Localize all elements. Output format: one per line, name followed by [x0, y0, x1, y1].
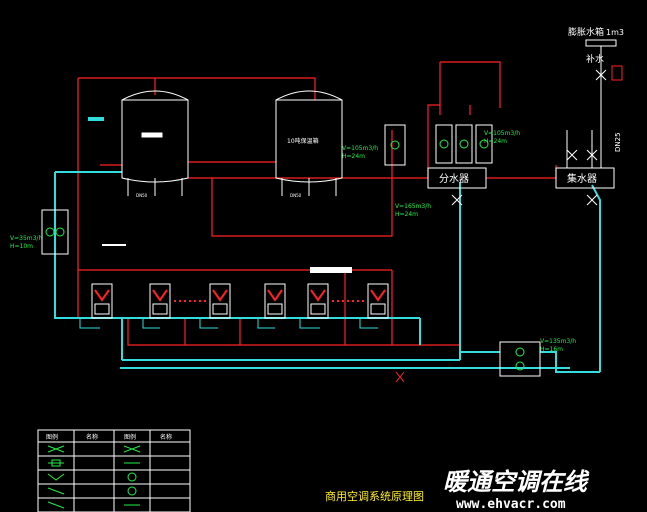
supply-pipes [77, 61, 557, 346]
dn25-label: DN25 [614, 132, 622, 152]
return-pipes [54, 171, 601, 373]
diagram-title: 商用空调系统原理图 [325, 489, 424, 503]
legend-header: 图例 [46, 433, 58, 441]
pump-bottom-right-flow: V=135m3/h [540, 338, 576, 345]
pump-left-head: H=10m [10, 243, 33, 250]
storage-tank-left [121, 90, 189, 196]
tank-right-label: 10吨保温箱 [287, 137, 319, 145]
pump-left-flow: V=35m3/h [10, 235, 42, 242]
inlet-marker [88, 117, 104, 121]
legend-header: 名称 [160, 433, 172, 441]
pump-middle-head: H=24m [342, 153, 365, 160]
heat-pump-unit [264, 283, 286, 319]
collector-header [555, 167, 615, 189]
pump-lower-head: H=24m [395, 211, 418, 218]
unit-group-tag [310, 267, 352, 273]
heat-pump-unit [367, 283, 389, 319]
distributor-label: 分水器 [439, 173, 469, 185]
heat-pump-unit [209, 283, 231, 319]
pump-lower-flow: V=165m3/h [395, 203, 431, 210]
unit-connection-pipes [79, 318, 378, 329]
pump-group-middle [384, 124, 406, 166]
watermark-brand: 暖通空调在线 [443, 468, 590, 496]
heat-pump-unit [149, 283, 171, 319]
expansion-volume-label: 1m3 [606, 28, 624, 37]
pump-group-left [41, 209, 69, 255]
pump-top-right-flow: V=105m3/h [484, 130, 520, 137]
pump-bottom-right-head: H=16m [540, 346, 563, 353]
storage-tank-right [275, 90, 343, 196]
expansion-tank [585, 39, 617, 47]
expansion-tank-label: 膨胀水箱 [568, 26, 604, 38]
heat-pump-unit [91, 283, 113, 319]
makeup-water-label: 补水 [586, 53, 604, 65]
heat-pump-unit [307, 283, 329, 319]
distributor-header [427, 167, 487, 189]
valves [395, 149, 598, 383]
legend-symbols [47, 445, 141, 509]
pump-middle-flow: V=105m3/h [342, 145, 378, 152]
collector-label: 集水器 [567, 172, 597, 185]
tank-left-dn-label: DN50 [136, 193, 148, 198]
makeup-valves [595, 65, 623, 81]
tank-right-dn-label: DN50 [290, 193, 302, 198]
legend-header: 图例 [124, 433, 136, 441]
pump-top-right-head: H=24m [484, 138, 507, 145]
pump-group-bottom-right [499, 341, 541, 377]
pump-group-top-right [435, 124, 493, 164]
heat-pump-units [91, 283, 389, 319]
legend-table [37, 429, 191, 512]
unit-group-tag [102, 244, 126, 246]
watermark-url: www.ehvacr.com [456, 497, 566, 512]
legend-header: 名称 [86, 433, 98, 441]
